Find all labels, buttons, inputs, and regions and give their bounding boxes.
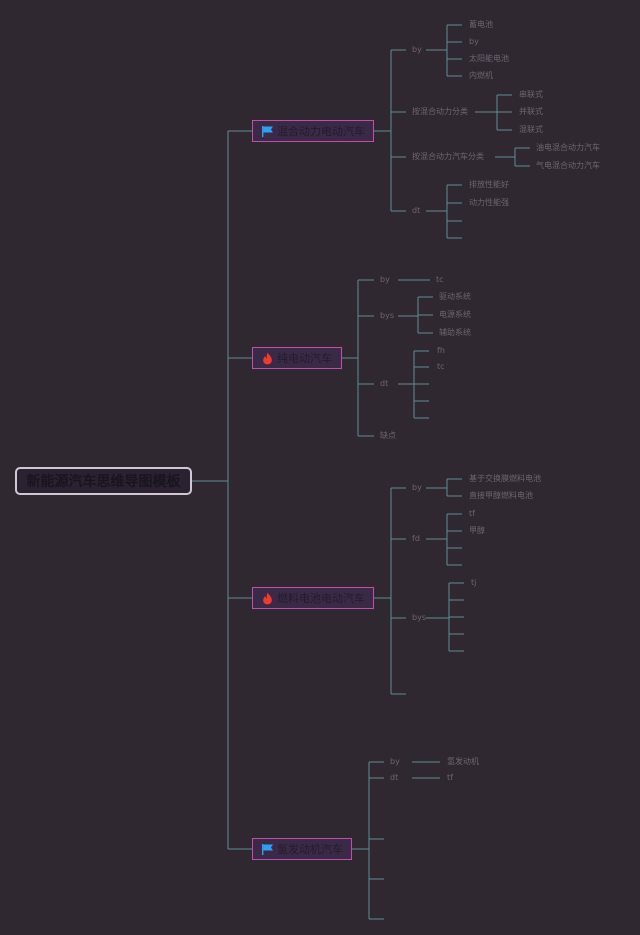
- sub-node[interactable]: dt: [380, 379, 389, 388]
- leaf-node[interactable]: 氢发动机: [447, 757, 479, 766]
- sub-node[interactable]: 按混合动力分类: [412, 107, 468, 116]
- branch-label: 氢发动机汽车: [277, 843, 343, 856]
- fire-icon: [261, 592, 274, 605]
- leaf-node[interactable]: tc: [437, 362, 445, 371]
- branch-fuel-cell[interactable]: 燃料电池电动汽车: [252, 587, 374, 609]
- branch-battery-ev[interactable]: 纯电动汽车: [252, 347, 342, 369]
- leaf-node[interactable]: 直接甲醇燃料电池: [469, 491, 533, 500]
- leaf-node[interactable]: 混联式: [519, 125, 543, 134]
- leaf-node[interactable]: fh: [437, 346, 445, 355]
- sub-node[interactable]: 缺点: [380, 431, 396, 440]
- leaf-node[interactable]: 内燃机: [469, 71, 493, 80]
- sub-node[interactable]: bys: [412, 613, 426, 622]
- branch-label: 纯电动汽车: [277, 352, 332, 365]
- branch-hybrid[interactable]: 混合动力电动汽车: [252, 120, 374, 142]
- sub-node[interactable]: 按混合动力汽车分类: [412, 152, 484, 161]
- root-label: 新能源汽车思维导图模板: [26, 474, 181, 490]
- leaf-node[interactable]: 气电混合动力汽车: [536, 161, 600, 170]
- leaf-node[interactable]: 甲醇: [469, 526, 485, 535]
- leaf-node[interactable]: 串联式: [519, 90, 543, 99]
- leaf-node[interactable]: 电源系统: [439, 310, 471, 319]
- leaf-node[interactable]: 太阳能电池: [469, 54, 509, 63]
- leaf-node[interactable]: tj: [471, 578, 477, 587]
- leaf-node[interactable]: tf: [469, 509, 475, 518]
- leaf-node[interactable]: tc: [436, 275, 444, 284]
- leaf-node[interactable]: tf: [447, 773, 453, 782]
- branch-label: 燃料电池电动汽车: [277, 592, 365, 605]
- sub-node[interactable]: bys: [380, 311, 394, 320]
- leaf-node[interactable]: 动力性能强: [469, 198, 509, 207]
- leaf-node[interactable]: 并联式: [519, 107, 543, 116]
- branch-label: 混合动力电动汽车: [277, 125, 365, 138]
- sub-node[interactable]: by: [380, 275, 390, 284]
- fire-icon: [261, 352, 274, 365]
- leaf-node[interactable]: 油电混合动力汽车: [536, 143, 600, 152]
- sub-node[interactable]: dt: [390, 773, 399, 782]
- root-node[interactable]: 新能源汽车思维导图模板: [15, 467, 192, 495]
- leaf-node[interactable]: by: [469, 37, 479, 46]
- branch-hydrogen[interactable]: 氢发动机汽车: [252, 838, 352, 860]
- sub-node[interactable]: fd: [412, 534, 420, 543]
- leaf-node[interactable]: 辅助系统: [439, 328, 471, 337]
- sub-node[interactable]: by: [412, 483, 422, 492]
- sub-node[interactable]: by: [390, 757, 400, 766]
- sub-node[interactable]: by: [412, 45, 422, 54]
- leaf-node[interactable]: 驱动系统: [439, 292, 471, 301]
- leaf-node[interactable]: 蓄电池: [469, 20, 493, 29]
- sub-node[interactable]: dt: [412, 206, 421, 215]
- blue-flag-icon: [261, 843, 274, 856]
- leaf-node[interactable]: 排放性能好: [469, 180, 509, 189]
- leaf-node[interactable]: 基于交换膜燃料电池: [469, 474, 541, 483]
- blue-flag-icon: [261, 125, 274, 138]
